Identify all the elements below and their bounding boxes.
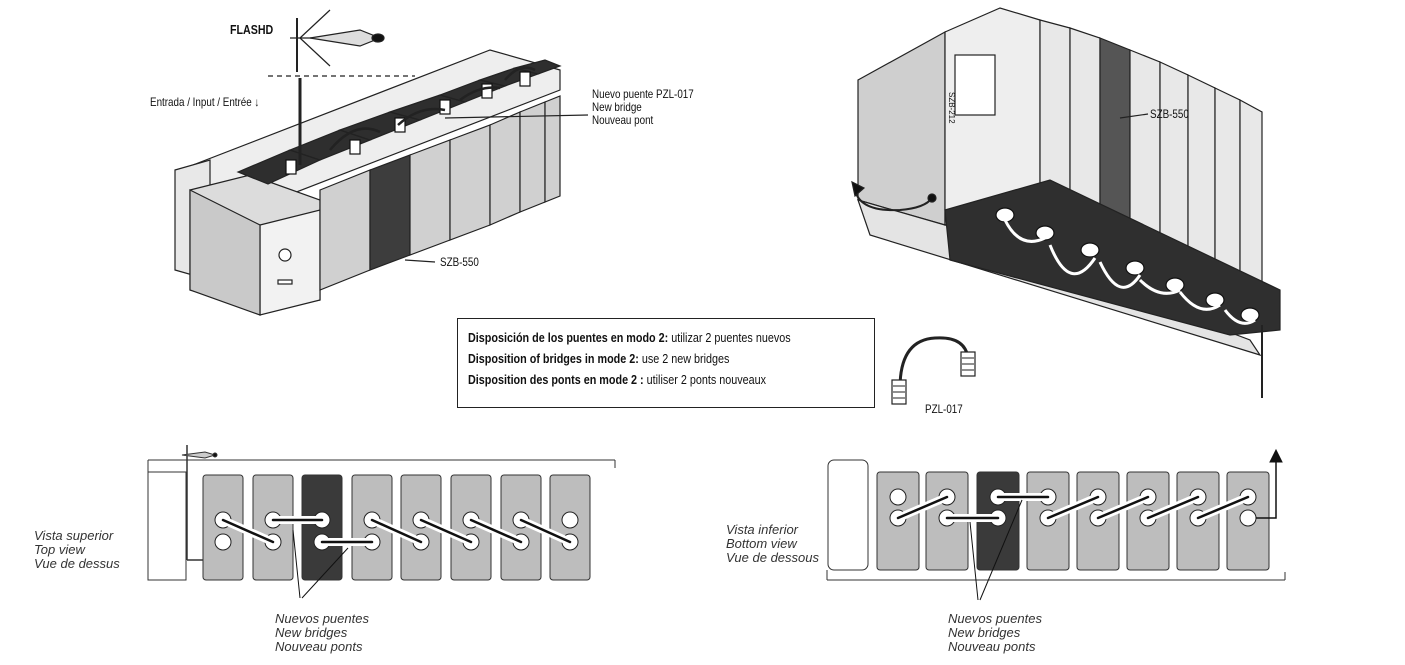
input-label-row: Entrada / Input / Entrée ↓ — [150, 96, 259, 109]
bottom-view-diagram — [826, 448, 1286, 601]
top-view-fr: Vue de dessus — [34, 556, 120, 571]
new-bridge-callout: Nuevo puente PZL-017 New bridge Nouveau … — [592, 88, 694, 127]
top-view-es: Vista superior — [34, 528, 114, 543]
bottom-view-bridges-fr: Nouveau ponts — [948, 639, 1036, 654]
top-view-caption: Vista superior Top view Vue de dessus — [34, 529, 120, 571]
bridge-label-en: New bridge — [592, 100, 642, 114]
module-label-right: SZB-550 — [1150, 107, 1189, 121]
legend-line-fr: Disposition des ponts en mode 2 : utilis… — [468, 372, 767, 387]
legend-line-en: Disposition of bridges in mode 2: use 2 … — [468, 351, 730, 366]
bottom-view-bridges-en: New bridges — [948, 625, 1021, 640]
top-view-bridges-caption: Nuevos puentes New bridges Nouveau ponts — [275, 612, 369, 654]
top-view-en: Top view — [34, 542, 85, 557]
module-label-left: SZB-550 — [440, 255, 479, 269]
bottom-view-en: Bottom view — [726, 536, 797, 551]
input-label: Entrada / Input / Entrée — [150, 95, 252, 109]
legend-line-es: Disposición de los puentes en modo 2: ut… — [468, 330, 791, 345]
bridge-label-fr: Nouveau pont — [592, 113, 654, 127]
top-left-rack-illustration — [174, 9, 589, 316]
input-arrow-icon: ↓ — [254, 95, 260, 109]
top-view-bridges-es: Nuevos puentes — [275, 611, 369, 626]
pzl-017-cable — [891, 336, 976, 405]
bridge-label-es: Nuevo puente PZL-017 — [592, 87, 694, 101]
bottom-view-fr: Vue de dessous — [726, 550, 819, 565]
bottom-view-caption: Vista inferior Bottom view Vue de dessou… — [726, 523, 819, 565]
bottom-view-bridges-es: Nuevos puentes — [948, 611, 1042, 626]
cable-label: PZL-017 — [925, 402, 963, 416]
top-view-bridges-en: New bridges — [275, 625, 348, 640]
top-right-rack-illustration — [851, 7, 1281, 398]
top-view-bridges-fr: Nouveau ponts — [275, 639, 363, 654]
bottom-view-es: Vista inferior — [726, 522, 799, 537]
antenna-icon — [290, 9, 385, 72]
antenna-label: FLASHD — [230, 22, 274, 37]
top-view-diagram — [147, 445, 616, 599]
bottom-view-bridges-caption: Nuevos puentes New bridges Nouveau ponts — [948, 612, 1042, 654]
mode-2-legend-box: Disposición de los puentes en modo 2: ut… — [457, 318, 875, 408]
front-module-text: SZB-212 — [947, 92, 956, 124]
bottom-view-modules — [876, 471, 1270, 571]
